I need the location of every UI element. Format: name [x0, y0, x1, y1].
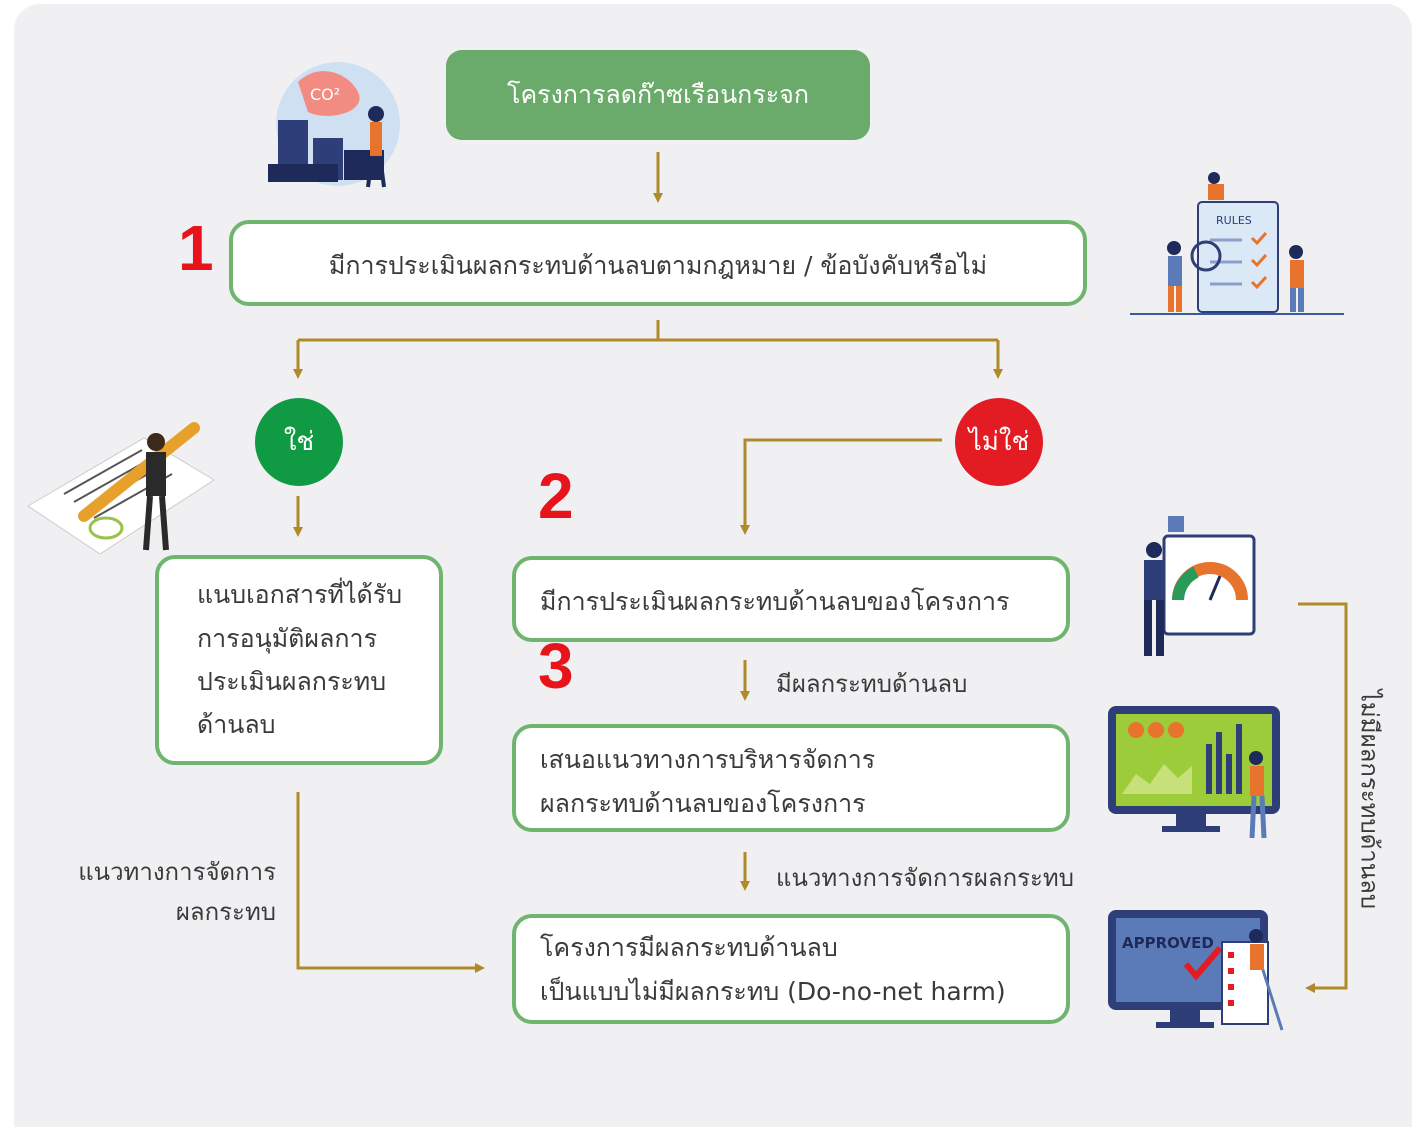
pen-signing-illustration	[27, 422, 215, 555]
marker-2: 2	[538, 460, 574, 532]
result-line-1: โครงการมีผลกระทบด้านลบ	[540, 933, 838, 962]
rules-checklist-illustration: RULES	[1130, 172, 1344, 315]
project-title: โครงการลดก๊าซเรือนกระจก	[446, 50, 870, 140]
marker-3: 3	[538, 630, 574, 702]
left-box-line-1: แนบเอกสารที่ได้รับ	[197, 580, 403, 609]
arrow-no-to-box2	[740, 438, 942, 535]
marker-1: 1	[178, 212, 214, 284]
step3-line-1: เสนอแนวทางการบริหารจัดการ	[540, 745, 876, 774]
left-attach-box: แนบเอกสารที่ได้รับ การอนุมัติผลการ ประเม…	[155, 555, 443, 765]
left-box-line-3: ประเมินผลกระทบ	[197, 667, 387, 696]
step3-box: เสนอแนวทางการบริหารจัดการ ผลกระทบด้านลบข…	[512, 724, 1070, 832]
no-circle: ไม่ใช่	[955, 398, 1043, 486]
gauge-dashboard-illustration	[1144, 516, 1256, 656]
co2-label: CO²	[310, 85, 340, 104]
step3-line-2: ผลกระทบด้านลบของโครงการ	[540, 789, 866, 818]
yes-circle: ใช่	[255, 398, 343, 486]
step1-box: มีการประเมินผลกระทบด้านลบตามกฎหมาย / ข้อ…	[229, 220, 1087, 306]
approved-label: APPROVED	[1122, 934, 1214, 952]
left-box-line-2: การอนุมัติผลการ	[197, 624, 377, 653]
approved-monitor-illustration: APPROVED	[1108, 910, 1284, 1031]
arrow-left-to-box4	[296, 792, 485, 973]
step2-box: มีการประเมินผลกระทบด้านลบของโครงการ	[512, 556, 1070, 642]
step1-text: มีการประเมินผลกระทบด้านลบตามกฎหมาย / ข้อ…	[328, 251, 988, 280]
rules-label: RULES	[1216, 214, 1252, 227]
co2-factory-illustration: CO²	[268, 62, 400, 188]
label-guideline-left-2: ผลกระทบ	[175, 898, 276, 926]
result-line-2: เป็นแบบไม่มีผลกระทบ (Do-no-net harm)	[540, 977, 1006, 1006]
result-box: โครงการมีผลกระทบด้านลบ เป็นแบบไม่มีผลกระ…	[512, 914, 1070, 1024]
step2-text: มีการประเมินผลกระทบด้านลบของโครงการ	[540, 587, 1010, 616]
arrow-bypass-to-box4	[1298, 602, 1348, 993]
left-box-line-4: ด้านลบ	[197, 710, 276, 739]
analytics-monitor-illustration	[1108, 706, 1280, 839]
label-guideline-left-1: แนวทางการจัดการ	[78, 858, 276, 886]
label-negative-impact: มีผลกระทบด้านลบ	[776, 670, 968, 698]
label-no-negative-impact: ไม่มีผลกระทบด้านลบ	[1355, 689, 1384, 910]
label-guideline-center: แนวทางการจัดการผลกระทบ	[776, 864, 1074, 892]
